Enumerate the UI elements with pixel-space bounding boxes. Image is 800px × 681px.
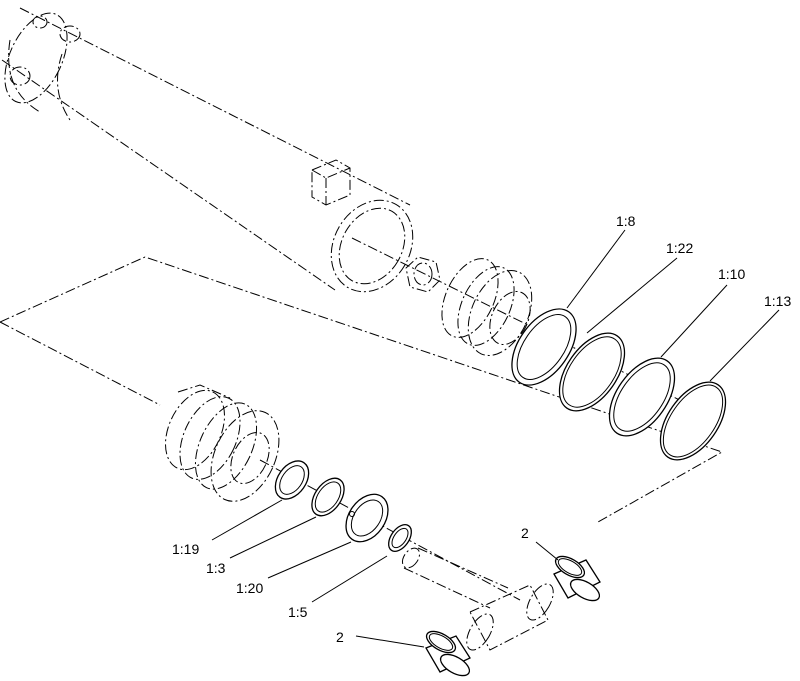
callout-2-upper: 2 bbox=[521, 525, 529, 541]
callout-1-13: 1:13 bbox=[764, 293, 791, 309]
ring-1-19 bbox=[274, 460, 310, 500]
callout-1-5: 1:5 bbox=[288, 604, 308, 620]
callout-1-10: 1:10 bbox=[718, 266, 745, 282]
ring-1-22 bbox=[558, 332, 626, 412]
ring-1-20 bbox=[345, 493, 389, 543]
bushing-lower bbox=[425, 630, 471, 677]
callout-1-8: 1:8 bbox=[616, 213, 636, 229]
seal-kit-boundary bbox=[0, 256, 724, 523]
piston-nut bbox=[405, 256, 441, 293]
callout-1-3: 1:3 bbox=[206, 560, 226, 576]
bushing-upper bbox=[553, 555, 601, 602]
callout-2-lower: 2 bbox=[336, 629, 344, 645]
rod-end-eye bbox=[466, 583, 554, 651]
callout-1-22: 1:22 bbox=[666, 240, 693, 256]
port-block bbox=[311, 159, 351, 206]
ring-1-5 bbox=[388, 524, 412, 552]
gland-head bbox=[164, 384, 280, 502]
callout-1-20: 1:20 bbox=[236, 580, 263, 596]
ring-1-10 bbox=[608, 357, 676, 437]
cylinder-barrel bbox=[1, 7, 414, 293]
leader-lines bbox=[211, 229, 780, 648]
callout-1-19: 1:19 bbox=[172, 541, 199, 557]
ring-1-8 bbox=[511, 308, 577, 386]
ring-1-13 bbox=[659, 381, 727, 461]
piston bbox=[441, 258, 533, 356]
ring-1-3 bbox=[311, 477, 345, 517]
pin bbox=[401, 547, 509, 609]
